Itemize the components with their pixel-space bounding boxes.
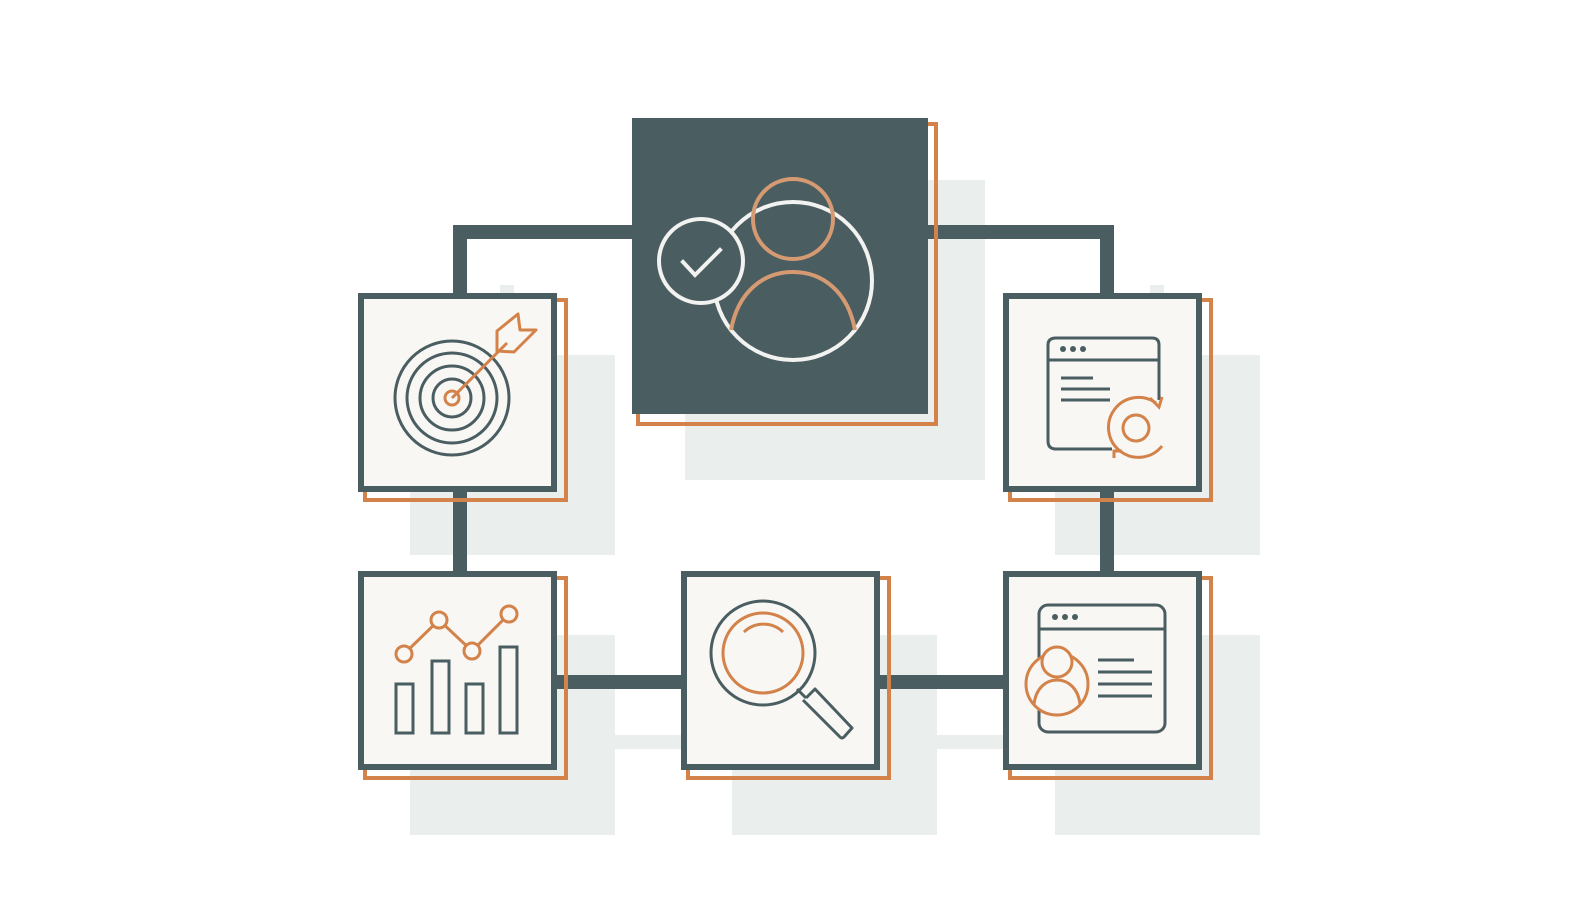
node-top-right-box — [1003, 293, 1202, 492]
connectors — [453, 225, 1114, 689]
node-bottom-left-box — [358, 571, 557, 770]
node-top-left — [358, 293, 568, 502]
verified-user-icon — [657, 177, 874, 362]
node-bottom-center — [681, 571, 891, 780]
node-bottom-left — [358, 571, 568, 780]
node-bottom-right — [1003, 571, 1213, 780]
node-center — [632, 118, 938, 426]
connector-center-to-top-right — [925, 225, 1114, 300]
connector-center-to-top-left — [453, 225, 640, 300]
node-top-right — [1003, 293, 1213, 502]
magnifying-glass-icon — [709, 599, 854, 740]
browser-settings-icon — [1046, 336, 1164, 459]
bar-line-chart-icon — [394, 604, 519, 735]
browser-user-profile-icon — [1024, 603, 1167, 734]
target-arrow-icon — [393, 312, 538, 457]
